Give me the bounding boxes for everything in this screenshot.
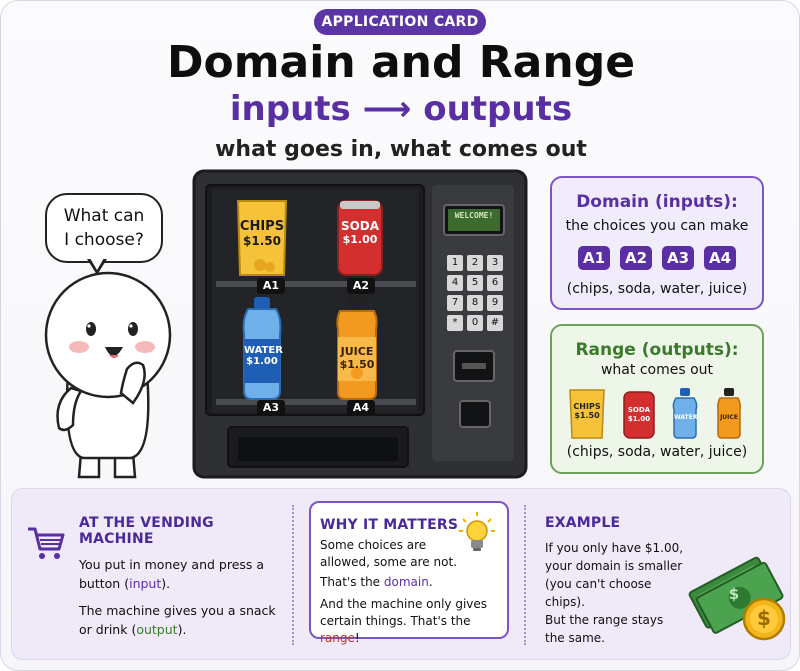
water-price: $1.00 — [246, 356, 278, 367]
example-section: EXAMPLE If you only have $1.00, your dom… — [545, 515, 685, 647]
keypad-key[interactable]: 1 — [447, 255, 463, 271]
bill-symbol: $ — [728, 585, 740, 603]
juice-price: $1.50 — [339, 358, 375, 371]
range-water-label: WATER — [674, 414, 698, 421]
water-name: WATER — [244, 345, 283, 356]
soda-product[interactable]: SODA $1.00 — [338, 219, 382, 246]
output-highlight: output — [136, 622, 178, 637]
domain-button-a3[interactable]: A3 — [662, 246, 694, 270]
keypad-key[interactable]: 8 — [467, 295, 483, 311]
domain-footer: (chips, soda, water, juice) — [566, 281, 748, 297]
range-juice-label: JUICE — [720, 414, 738, 421]
money-icon — [688, 556, 786, 641]
vending-section: AT THE VENDING MACHINE You put in money … — [79, 515, 279, 639]
keypad-key[interactable]: 7 — [447, 295, 463, 311]
keypad-key[interactable]: 4 — [447, 275, 463, 291]
speech-line-2: I choose? — [64, 230, 144, 250]
domain-button-a2[interactable]: A2 — [620, 246, 652, 270]
range-chips-label: CHIPS $1.50 — [573, 402, 601, 420]
shopping-cart-icon — [28, 527, 65, 559]
domain-button-a1[interactable]: A1 — [578, 246, 610, 270]
keypad-key[interactable]: 9 — [487, 295, 503, 311]
why-paragraph-1: Some choices are allowed, some are not. — [320, 538, 457, 569]
vending-title: AT THE VENDING MACHINE — [79, 515, 214, 547]
page-title: Domain and Range — [166, 37, 636, 88]
example-paragraph-2: But the range stays the same. — [545, 613, 664, 645]
keypad-key[interactable]: 6 — [487, 275, 503, 291]
why-section: WHY IT MATTERS Some choices are allowed,… — [320, 517, 500, 647]
slot-code-a1: A1 — [257, 278, 285, 294]
coin-symbol: $ — [757, 606, 771, 630]
why-it-matters-box: WHY IT MATTERS Some choices are allowed,… — [309, 501, 509, 645]
why-paragraph-2: That's the domain. — [320, 575, 433, 589]
slot-code-a3: A3 — [257, 400, 285, 416]
keypad-key[interactable]: 5 — [467, 275, 483, 291]
domain-title: Domain (inputs): — [576, 192, 738, 212]
slot-code-a4: A4 — [347, 400, 375, 416]
lightbulb-icon — [459, 512, 495, 551]
example-paragraph-1: If you only have $1.00, your domain is s… — [545, 541, 684, 609]
input-highlight: input — [129, 576, 162, 591]
juice-name: JUICE — [340, 345, 374, 358]
keypad-key[interactable]: # — [487, 315, 503, 331]
keypad-key[interactable]: 2 — [467, 255, 483, 271]
keypad-key[interactable]: 3 — [487, 255, 503, 271]
divider — [292, 505, 294, 645]
chips-product[interactable]: CHIPS $1.50 — [238, 219, 286, 248]
vending-paragraph-1: You put in money and press a button (inp… — [79, 557, 265, 591]
soda-name: SODA — [340, 219, 380, 233]
range-footer: (chips, soda, water, juice) — [566, 444, 748, 460]
speech-bubble-tail-fill — [90, 258, 104, 270]
domain-subtitle: the choices you can make — [565, 218, 749, 234]
range-highlight: range — [320, 631, 355, 645]
example-title: EXAMPLE — [545, 515, 621, 531]
application-card-badge: APPLICATION CARD — [314, 9, 486, 35]
speech-bubble: What can I choose? — [45, 193, 163, 263]
why-paragraph-3: And the machine only gives certain thing… — [320, 597, 488, 645]
domain-highlight: domain — [383, 575, 429, 589]
divider — [524, 505, 526, 645]
bottom-info-panel: AT THE VENDING MACHINE You put in money … — [11, 488, 791, 660]
range-soda-label: SODA $1.00 — [627, 406, 651, 423]
domain-panel: Domain (inputs): the choices you can mak… — [550, 176, 764, 310]
why-title: WHY IT MATTERS — [320, 517, 459, 533]
slot-code-a2: A2 — [347, 278, 375, 294]
speech-line-1: What can — [63, 206, 145, 226]
vending-paragraph-2: The machine gives you a snack or drink (… — [79, 603, 276, 637]
page-tagline: what goes in, what comes out — [215, 137, 587, 162]
keypad-key[interactable]: * — [447, 315, 463, 331]
domain-buttons: A1 A2 A3 A4 — [552, 246, 762, 270]
range-panel: Range (outputs): what comes out CHIPS $1… — [550, 324, 764, 474]
range-subtitle: what comes out — [600, 362, 714, 378]
keypad-key[interactable]: 0 — [467, 315, 483, 331]
keypad: 1 2 3 4 5 6 7 8 9 * 0 # — [447, 255, 503, 331]
chips-name: CHIPS — [239, 219, 285, 234]
page-subtitle: inputs ⟶ outputs — [229, 89, 573, 129]
water-product[interactable]: WATER $1.00 — [244, 345, 283, 367]
domain-button-a4[interactable]: A4 — [704, 246, 736, 270]
range-products-illustration — [569, 388, 741, 439]
chips-price: $1.50 — [243, 234, 281, 248]
range-title: Range (outputs): — [575, 340, 739, 360]
machine-display: WELCOME! — [454, 211, 494, 220]
soda-price: $1.00 — [342, 233, 378, 246]
juice-product[interactable]: JUICE $1.50 — [338, 345, 376, 371]
character-illustration — [44, 271, 172, 479]
